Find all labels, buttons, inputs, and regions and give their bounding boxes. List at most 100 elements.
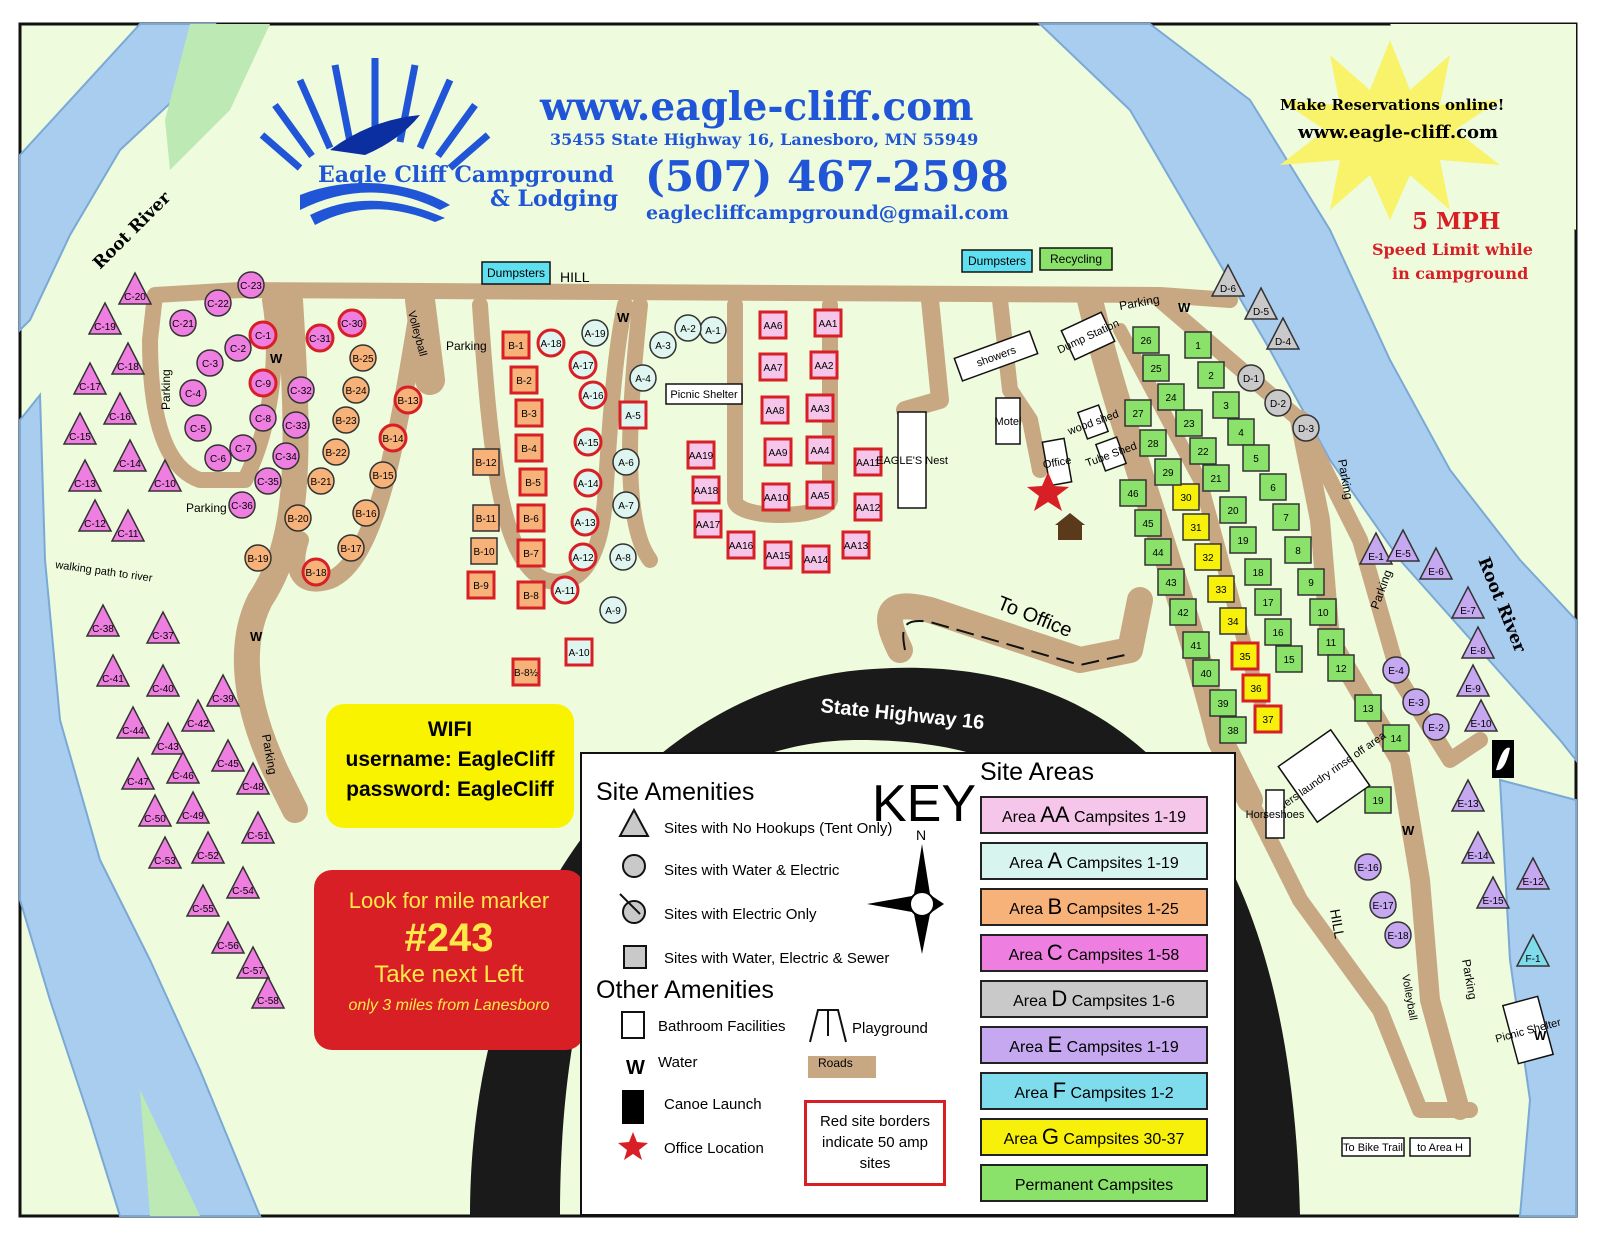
campsite-a-12[interactable]: A-12	[568, 542, 598, 572]
campsite-c-2[interactable]: C-2	[224, 334, 252, 362]
campsite-c-7[interactable]: C-7	[229, 434, 257, 462]
campsite-27[interactable]: 27	[1124, 399, 1152, 427]
campsite-c-43[interactable]: C-43	[150, 721, 186, 755]
campsite-c-42[interactable]: C-42	[180, 698, 216, 732]
campsite-c-45[interactable]: C-45	[210, 738, 246, 772]
campsite-c-49[interactable]: C-49	[175, 790, 211, 824]
campsite-aa14[interactable]: AA14	[801, 544, 831, 574]
campsite-b-24[interactable]: B-24	[342, 376, 370, 404]
campsite-c-10[interactable]: C-10	[147, 458, 183, 492]
header-email[interactable]: eaglecliffcampground@gmail.com	[646, 202, 1009, 224]
campsite-aa9[interactable]: AA9	[763, 437, 793, 467]
campsite-c-58[interactable]: C-58	[250, 975, 286, 1009]
campsite-b-18[interactable]: B-18	[301, 557, 331, 587]
campsite-c-54[interactable]: C-54	[225, 865, 261, 899]
campsite-c-47[interactable]: C-47	[120, 756, 156, 790]
header-url[interactable]: www.eagle-cliff.com	[540, 84, 974, 130]
campsite-e-17[interactable]: E-17	[1369, 891, 1397, 919]
campsite-e-1[interactable]: E-1	[1358, 531, 1394, 565]
campsite-aa11[interactable]: AA11	[853, 447, 883, 477]
campsite-d-3[interactable]: D-3	[1292, 414, 1320, 442]
campsite-2[interactable]: 2	[1197, 361, 1225, 389]
campsite-42[interactable]: 42	[1169, 598, 1197, 626]
campsite-12[interactable]: 12	[1327, 654, 1355, 682]
campsite-c-11[interactable]: C-11	[110, 508, 146, 542]
campsite-18[interactable]: 18	[1244, 558, 1272, 586]
campsite-b-16[interactable]: B-16	[352, 499, 380, 527]
campsite-34[interactable]: 34	[1219, 607, 1247, 635]
campsite-aa13[interactable]: AA13	[841, 530, 871, 560]
campsite-aa18[interactable]: AA18	[691, 475, 721, 505]
campsite-aa10[interactable]: AA10	[761, 482, 791, 512]
campsite-c-44[interactable]: C-44	[115, 705, 151, 739]
campsite-32[interactable]: 32	[1194, 543, 1222, 571]
campsite-d-5[interactable]: D-5	[1243, 286, 1279, 320]
campsite-f-1[interactable]: F-1	[1515, 933, 1551, 967]
campsite-c-52[interactable]: C-52	[190, 830, 226, 864]
campsite-c-51[interactable]: C-51	[240, 810, 276, 844]
campsite-a-16[interactable]: A-16	[578, 380, 608, 410]
campsite-38[interactable]: 38	[1219, 716, 1247, 744]
campsite-b-12[interactable]: B-12	[472, 448, 500, 476]
campsite-c-38[interactable]: C-38	[85, 603, 121, 637]
campsite-e-12[interactable]: E-12	[1515, 856, 1551, 890]
campsite-a-3[interactable]: A-3	[649, 331, 677, 359]
campsite-b-8[interactable]: B-8	[516, 580, 546, 610]
campsite-aa8[interactable]: AA8	[760, 395, 790, 425]
campsite-1[interactable]: 1	[1184, 331, 1212, 359]
campsite-e-13[interactable]: E-13	[1450, 778, 1486, 812]
campsite-b-10[interactable]: B-10	[470, 537, 498, 565]
campsite-c-13[interactable]: C-13	[67, 458, 103, 492]
campsite-31[interactable]: 31	[1182, 513, 1210, 541]
campsite-aa12[interactable]: AA12	[853, 492, 883, 522]
campsite-b-5[interactable]: B-5	[518, 467, 548, 497]
campsite-b-22[interactable]: B-22	[322, 438, 350, 466]
campsite-43[interactable]: 43	[1157, 568, 1185, 596]
campsite-e-3[interactable]: E-3	[1402, 688, 1430, 716]
campsite-22[interactable]: 22	[1189, 437, 1217, 465]
campsite-a-7[interactable]: A-7	[612, 491, 640, 519]
campsite-e-5[interactable]: E-5	[1385, 528, 1421, 562]
campsite-a-13[interactable]: A-13	[570, 507, 600, 537]
campsite-b-25[interactable]: B-25	[349, 344, 377, 372]
campsite-c-41[interactable]: C-41	[95, 653, 131, 687]
campsite-10[interactable]: 10	[1309, 598, 1337, 626]
campsite-d-6[interactable]: D-6	[1210, 263, 1246, 297]
campsite-aa7[interactable]: AA7	[758, 352, 788, 382]
campsite-a-6[interactable]: A-6	[612, 448, 640, 476]
campsite-c-30[interactable]: C-30	[337, 308, 367, 338]
campsite-39[interactable]: 39	[1209, 689, 1237, 717]
campsite-d-1[interactable]: D-1	[1237, 364, 1265, 392]
campsite-e-15[interactable]: E-15	[1475, 875, 1511, 909]
campsite-e-9[interactable]: E-9	[1455, 663, 1491, 697]
campsite-19[interactable]: 19	[1229, 526, 1257, 554]
campsite-35[interactable]: 35	[1230, 641, 1260, 671]
campsite-c-34[interactable]: C-34	[272, 442, 300, 470]
campsite-c-18[interactable]: C-18	[110, 341, 146, 375]
campsite-7[interactable]: 7	[1272, 503, 1300, 531]
campsite-c-5[interactable]: C-5	[184, 414, 212, 442]
campsite-21[interactable]: 21	[1202, 464, 1230, 492]
campsite-25[interactable]: 25	[1142, 354, 1170, 382]
campsite-b-11[interactable]: B-11	[472, 504, 500, 532]
campsite-c-50[interactable]: C-50	[137, 793, 173, 827]
campsite-e-16[interactable]: E-16	[1354, 853, 1382, 881]
campsite-b-20[interactable]: B-20	[284, 504, 312, 532]
campsite-b-7[interactable]: B-7	[516, 538, 546, 568]
campsite-c-14[interactable]: C-14	[112, 438, 148, 472]
campsite-c-46[interactable]: C-46	[165, 750, 201, 784]
campsite-c-9[interactable]: C-9	[248, 368, 278, 398]
campsite-c-22[interactable]: C-22	[204, 289, 232, 317]
campsite-b-9[interactable]: B-9	[466, 570, 496, 600]
campsite-a-10[interactable]: A-10	[564, 637, 594, 667]
campsite-aa6[interactable]: AA6	[758, 310, 788, 340]
campsite-aa5[interactable]: AA5	[805, 480, 835, 510]
campsite-c-15[interactable]: C-15	[62, 411, 98, 445]
campsite-4[interactable]: 4	[1227, 418, 1255, 446]
campsite-c-6[interactable]: C-6	[204, 444, 232, 472]
campsite-37[interactable]: 37	[1253, 704, 1283, 734]
campsite-b-4[interactable]: B-4	[514, 433, 544, 463]
campsite-45[interactable]: 45	[1134, 509, 1162, 537]
campsite-c-36[interactable]: C-36	[228, 491, 256, 519]
campsite-a-17[interactable]: A-17	[568, 350, 598, 380]
